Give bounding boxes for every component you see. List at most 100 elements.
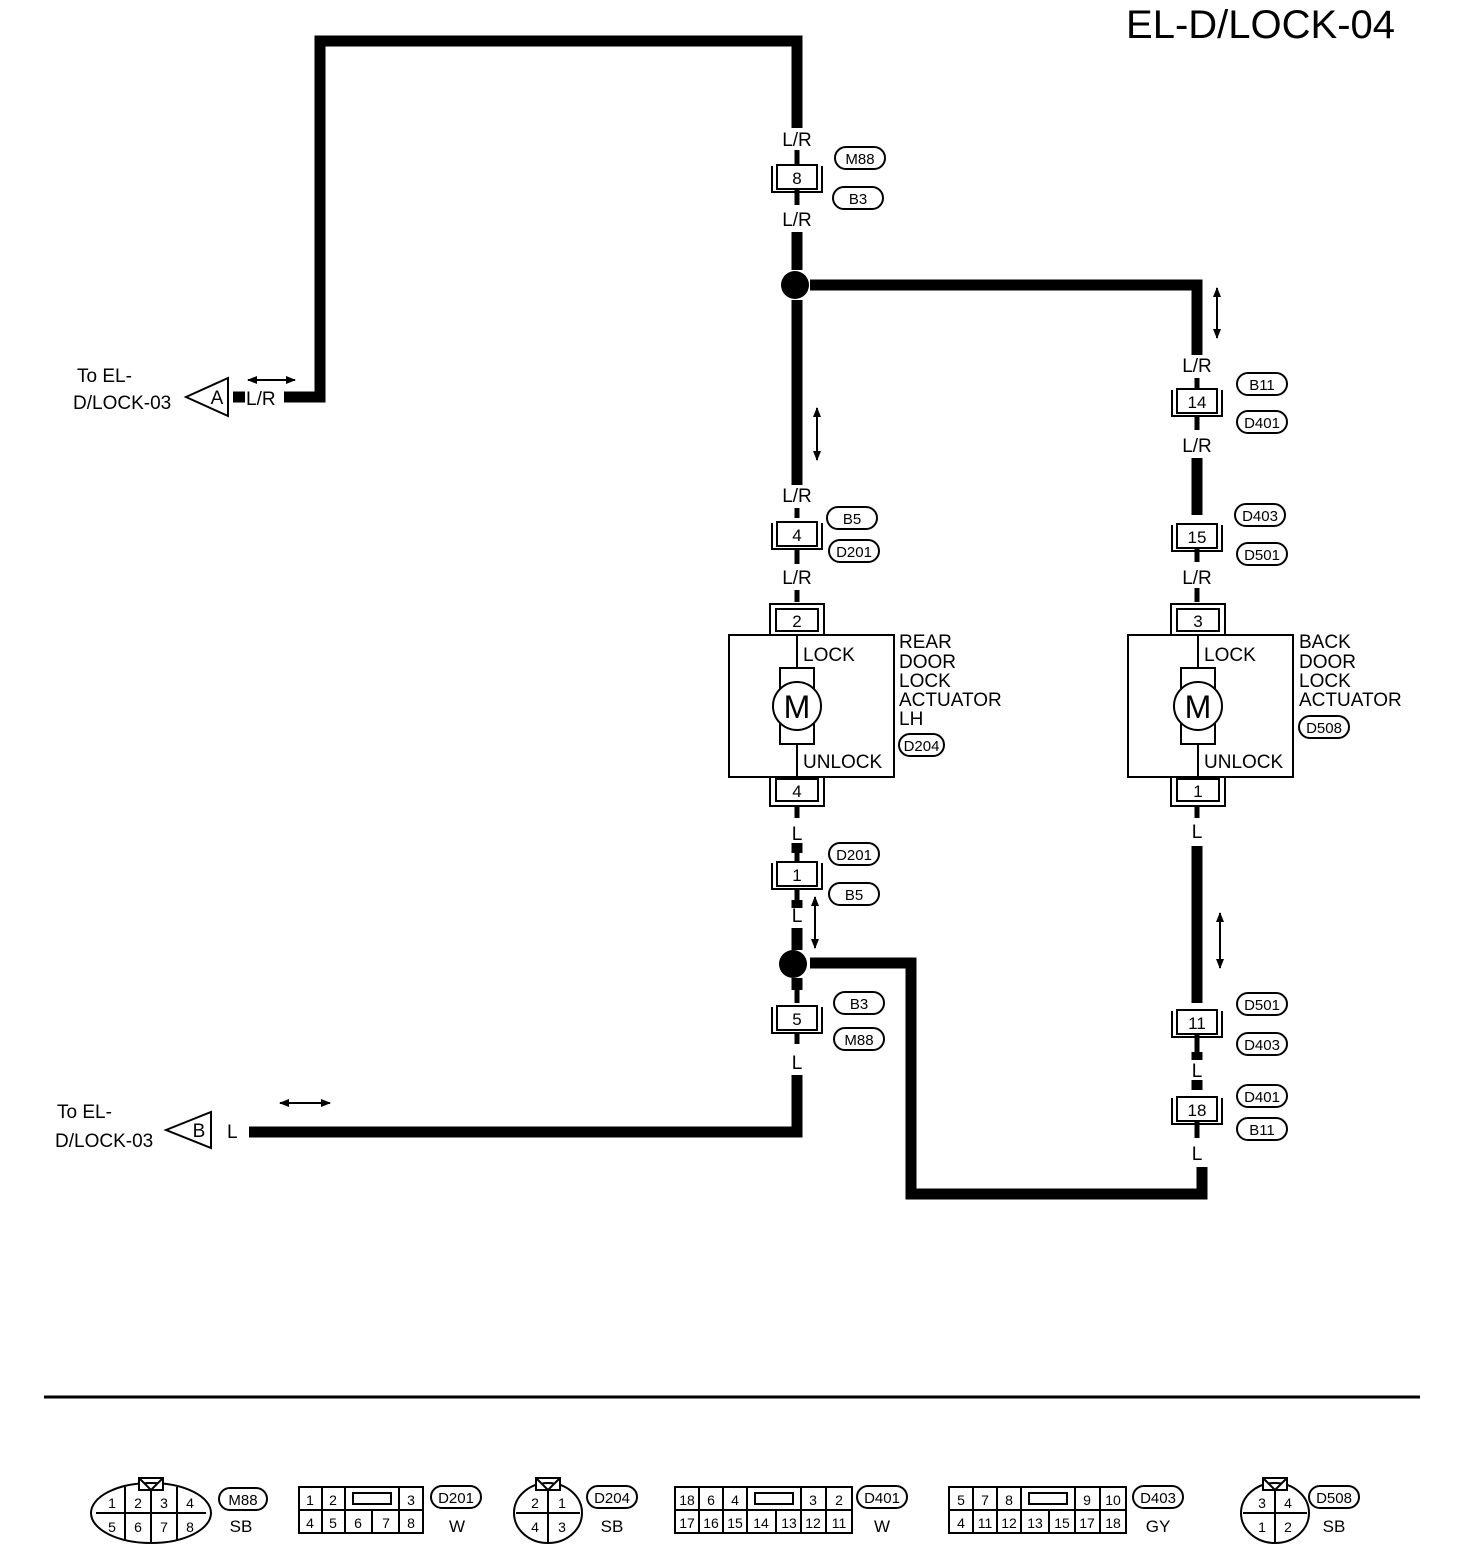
wire-color-label: L/R [782,486,812,507]
pin-number: 5 [792,1010,801,1029]
offpage-ref-line1: To EL- [57,1102,112,1123]
rear-door-lock-actuator: 2 4 M LOCK UNLOCK REAR DOOR LOCK ACTUATO… [728,603,1002,807]
connector-tag [828,539,880,563]
wire-color-label: L/R [782,130,812,151]
pin-number: 4 [1284,1495,1292,1511]
pin-number: 17 [1079,1515,1095,1531]
triangle-connector-icon [183,376,229,418]
connector-color: W [449,1517,465,1536]
pin-box [1176,1096,1218,1122]
unlock-label: UNLOCK [803,752,883,773]
pin-number: 6 [707,1492,715,1508]
page-title: EL-D/LOCK-04 [1126,3,1395,47]
pin-number: 6 [354,1515,362,1531]
pin-box [776,521,818,547]
wire-color-label: L/R [1182,568,1212,589]
pin-number: 4 [306,1515,314,1531]
pin-number: 4 [792,526,801,545]
component-name-line: DOOR [1299,652,1356,673]
pin-box [1176,523,1218,549]
pin-number: 18 [1105,1515,1121,1531]
component-name-line: ACTUATOR [899,690,1002,711]
connector-tag [828,882,880,906]
connector-bracket [769,777,825,807]
pin-number: 18 [679,1492,695,1508]
connector-face-d201: 1 2 3 4 5 6 7 8 D201 W [298,1485,482,1536]
connector-tag-label: D401 [1244,1089,1280,1106]
pin-number: 5 [329,1515,337,1531]
connector-tag [856,1485,908,1509]
pin-number: 3 [1258,1495,1266,1511]
offpage-connector-a: A To EL- D/LOCK-03 L/R [73,366,276,418]
wire-color-label: L/R [782,210,812,231]
connector-tag [218,1487,268,1511]
pin-number: 7 [981,1492,989,1508]
pin-box [775,778,819,802]
component-name-line: REAR [899,632,952,653]
component-name-line: LOCK [1299,671,1351,692]
pin-number: 3 [558,1519,566,1535]
connector-bracket [1171,525,1223,552]
pin-number: 15 [1054,1515,1070,1531]
connector-tag-label: B5 [843,511,861,528]
pin-number: 2 [531,1495,539,1511]
wire-lr-a-to-m88 [284,35,803,403]
connector-tag-label: M88 [844,1032,873,1049]
connector-tag-label: M88 [228,1492,257,1509]
connector-color: W [874,1517,890,1536]
connector-tag [833,1027,885,1051]
pin-number: 6 [134,1519,142,1535]
connector-tag-label: B5 [845,887,863,904]
wire-color-label: L [227,1122,238,1143]
pin-box [1176,778,1220,802]
connector-legend: 1 2 3 4 5 6 7 8 M88 SB 1 2 3 4 5 6 [90,1477,1360,1544]
offpage-ref-line2: D/LOCK-03 [55,1131,153,1152]
triangle-connector-icon [163,1110,212,1150]
connector-tag-label: D508 [1306,720,1342,737]
pin-number: 4 [792,782,801,801]
pin-number: 2 [792,612,801,631]
connector-tag [1298,715,1350,739]
pin-number: 9 [1083,1492,1091,1508]
connector-bracket [1170,777,1226,807]
connector-tag [1236,1117,1288,1141]
connector-tag [833,991,885,1015]
wire-color-label: L [792,906,803,927]
connector-tag [834,146,886,170]
pin-number: 4 [957,1515,965,1531]
pin-number: 15 [727,1515,743,1531]
connector-tag [430,1485,482,1509]
connector-tag-label: D508 [1316,1490,1352,1507]
connector-tag-label: B11 [1249,1122,1275,1139]
key-slot [1028,1492,1068,1505]
connector-face-m88: 1 2 3 4 5 6 7 8 M88 SB [90,1477,268,1544]
connector-tag-label: D403 [1244,1037,1280,1054]
component-name-line: DOOR [899,652,956,673]
connector-bracket [1171,1098,1223,1125]
connector-tag [832,186,884,210]
connector-tag [1236,542,1288,566]
pin-number: 3 [160,1495,168,1511]
key-slot [754,1492,794,1505]
pin-number: 3 [809,1492,817,1508]
pin-number: 7 [160,1519,168,1535]
connector-tag [1236,372,1288,396]
pin-number: 11 [1188,1014,1206,1033]
pin-number: 10 [1105,1492,1121,1508]
connector-tag [1308,1485,1360,1509]
pin-number: 1 [558,1495,566,1511]
pin-box [775,608,819,632]
pin-box [1176,388,1218,414]
connector-bracket [1170,603,1226,635]
pin-number: 1 [1258,1519,1266,1535]
connector-bracket [771,166,823,193]
direction-arrows [247,287,1224,1107]
pin-number: 8 [407,1515,415,1531]
motor-label: M [784,689,811,725]
connector-tag-label: D204 [594,1490,630,1507]
